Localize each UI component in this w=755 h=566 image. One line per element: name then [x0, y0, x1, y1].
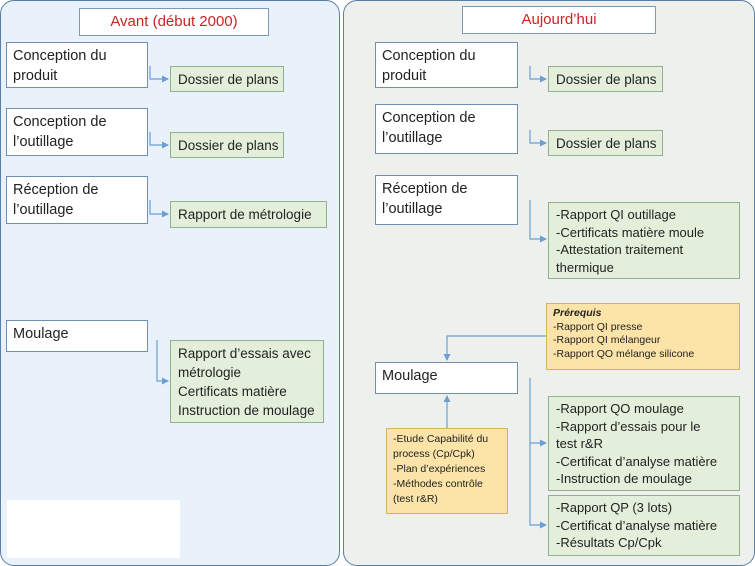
step-before-conception-produit: Conception du produit — [6, 42, 148, 88]
output-today-reception-outillage: -Rapport QI outillage -Certificats matiè… — [548, 202, 740, 279]
step-before-reception-outillage: Réception de l’outillage — [6, 176, 148, 224]
output-today-conception-outillage: Dossier de plans — [548, 130, 663, 156]
step-today-reception-outillage: Réception de l’outillage — [375, 175, 518, 225]
output-before-reception-outillage: Rapport de métrologie — [170, 201, 327, 228]
output-today-conception-produit: Dossier de plans — [548, 66, 663, 92]
arrow-before-4 — [156, 340, 169, 385]
arrow-before-2 — [149, 132, 169, 149]
prerequis-box: Prérequis -Rapport QI presse -Rapport QI… — [546, 303, 740, 370]
arrow-today-4a — [529, 378, 547, 447]
panel-before — [0, 0, 340, 566]
arrow-before-1 — [149, 66, 169, 83]
studies-box: -Etude Capabilité du process (Cp/Cpk) -P… — [386, 428, 508, 514]
step-before-conception-outillage: Conception de l’outillage — [6, 108, 148, 156]
panel-today-title: Aujourd’hui — [462, 6, 656, 34]
output-before-moulage: Rapport d’essais avec métrologie Certifi… — [170, 340, 324, 423]
step-today-conception-outillage: Conception de l’outillage — [375, 104, 518, 154]
arrow-prerequis — [443, 335, 546, 361]
output-today-moulage-qp: -Rapport QP (3 lots) -Certificat d’analy… — [548, 495, 740, 556]
arrow-today-2 — [529, 130, 547, 147]
step-today-moulage: Moulage — [375, 362, 518, 394]
output-today-moulage-qo: -Rapport QO moulage -Rapport d’essais po… — [548, 396, 740, 491]
arrow-today-4b — [529, 443, 547, 529]
arrow-today-1 — [529, 66, 547, 83]
blank-area — [7, 500, 180, 558]
arrow-today-3 — [529, 200, 547, 243]
panel-before-title: Avant (début 2000) — [79, 8, 269, 36]
step-today-conception-produit: Conception du produit — [375, 42, 518, 88]
output-before-conception-outillage: Dossier de plans — [170, 132, 284, 158]
output-before-conception-produit: Dossier de plans — [170, 66, 284, 92]
arrow-before-3 — [149, 200, 169, 218]
step-before-moulage: Moulage — [6, 320, 148, 352]
